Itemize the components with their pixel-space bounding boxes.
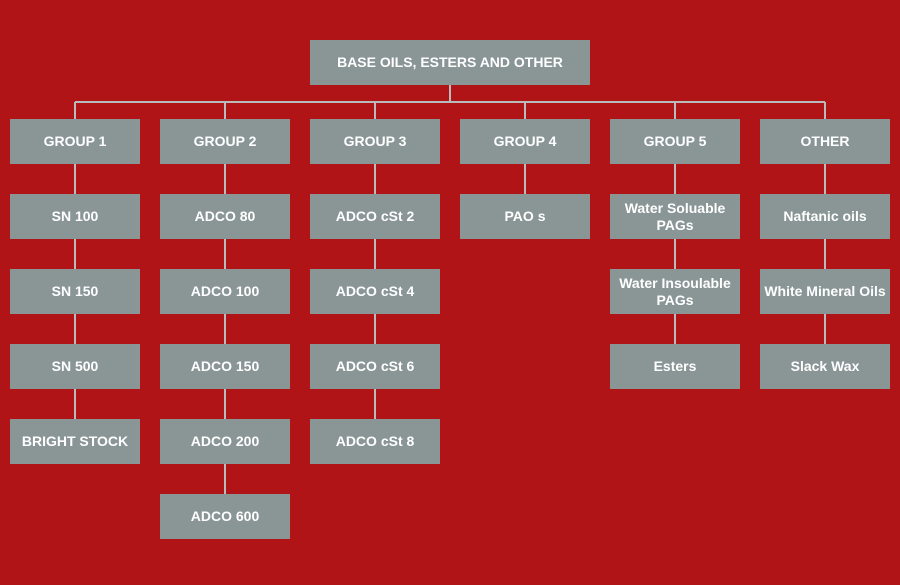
child-node: ADCO cSt 4: [310, 269, 440, 314]
child-node-label: BRIGHT STOCK: [21, 433, 129, 449]
child-node: ADCO 600: [160, 494, 290, 539]
group-node-label: OTHER: [800, 133, 850, 149]
group-node-label: GROUP 5: [643, 133, 707, 149]
child-node: ADCO 80: [160, 194, 290, 239]
group-node: GROUP 3: [310, 119, 440, 164]
child-node-label: White Mineral Oils: [764, 283, 886, 299]
child-node-label: ADCO cSt 8: [335, 433, 415, 449]
group-node-label: GROUP 2: [193, 133, 257, 149]
child-node: BRIGHT STOCK: [10, 419, 140, 464]
child-node: White Mineral Oils: [760, 269, 890, 314]
child-node-label: Esters: [653, 358, 697, 374]
child-node-label: SN 150: [51, 283, 99, 299]
child-node-label: Slack Wax: [790, 358, 860, 374]
child-node-label: Water Insoulable PAGs: [619, 274, 731, 308]
child-node: Water Soluable PAGs: [610, 194, 740, 239]
child-node-label: ADCO 200: [190, 433, 260, 449]
child-node: ADCO cSt 6: [310, 344, 440, 389]
child-node: SN 500: [10, 344, 140, 389]
child-node-label: Water Soluable PAGs: [624, 199, 726, 233]
child-node-label: Naftanic oils: [783, 208, 867, 224]
child-node-label: ADCO 150: [190, 358, 260, 374]
group-node: OTHER: [760, 119, 890, 164]
child-node: Naftanic oils: [760, 194, 890, 239]
child-node: Slack Wax: [760, 344, 890, 389]
group-node: GROUP 2: [160, 119, 290, 164]
group-node: GROUP 5: [610, 119, 740, 164]
child-node: ADCO cSt 2: [310, 194, 440, 239]
child-node-label: ADCO cSt 2: [335, 208, 415, 224]
child-node-label: ADCO 80: [194, 208, 256, 224]
child-node-label: SN 100: [51, 208, 99, 224]
child-node: Esters: [610, 344, 740, 389]
child-node: ADCO cSt 8: [310, 419, 440, 464]
child-node: PAO s: [460, 194, 590, 239]
root-node-label: BASE OILS, ESTERS AND OTHER: [337, 54, 563, 70]
child-node: ADCO 200: [160, 419, 290, 464]
child-node-label: PAO s: [504, 208, 546, 224]
child-node-label: ADCO 600: [190, 508, 260, 524]
group-node-label: GROUP 1: [43, 133, 107, 149]
child-node: ADCO 100: [160, 269, 290, 314]
child-node: Water Insoulable PAGs: [610, 269, 740, 314]
group-node: GROUP 1: [10, 119, 140, 164]
child-node: SN 100: [10, 194, 140, 239]
child-node-label: ADCO cSt 4: [335, 283, 415, 299]
child-node: ADCO 150: [160, 344, 290, 389]
child-node-label: SN 500: [51, 358, 99, 374]
root-node: BASE OILS, ESTERS AND OTHER: [310, 40, 590, 85]
group-node-label: GROUP 4: [493, 133, 557, 149]
group-node: GROUP 4: [460, 119, 590, 164]
child-node: SN 150: [10, 269, 140, 314]
child-node-label: ADCO 100: [190, 283, 260, 299]
child-node-label: ADCO cSt 6: [335, 358, 415, 374]
group-node-label: GROUP 3: [343, 133, 407, 149]
